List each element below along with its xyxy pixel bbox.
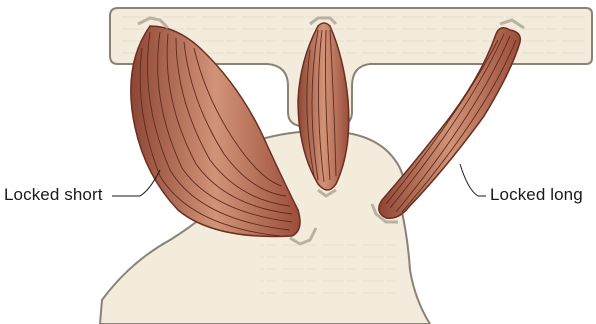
label-locked-long: Locked long (490, 185, 583, 205)
label-locked-short: Locked short (4, 185, 103, 205)
leader-line-right (460, 164, 486, 196)
